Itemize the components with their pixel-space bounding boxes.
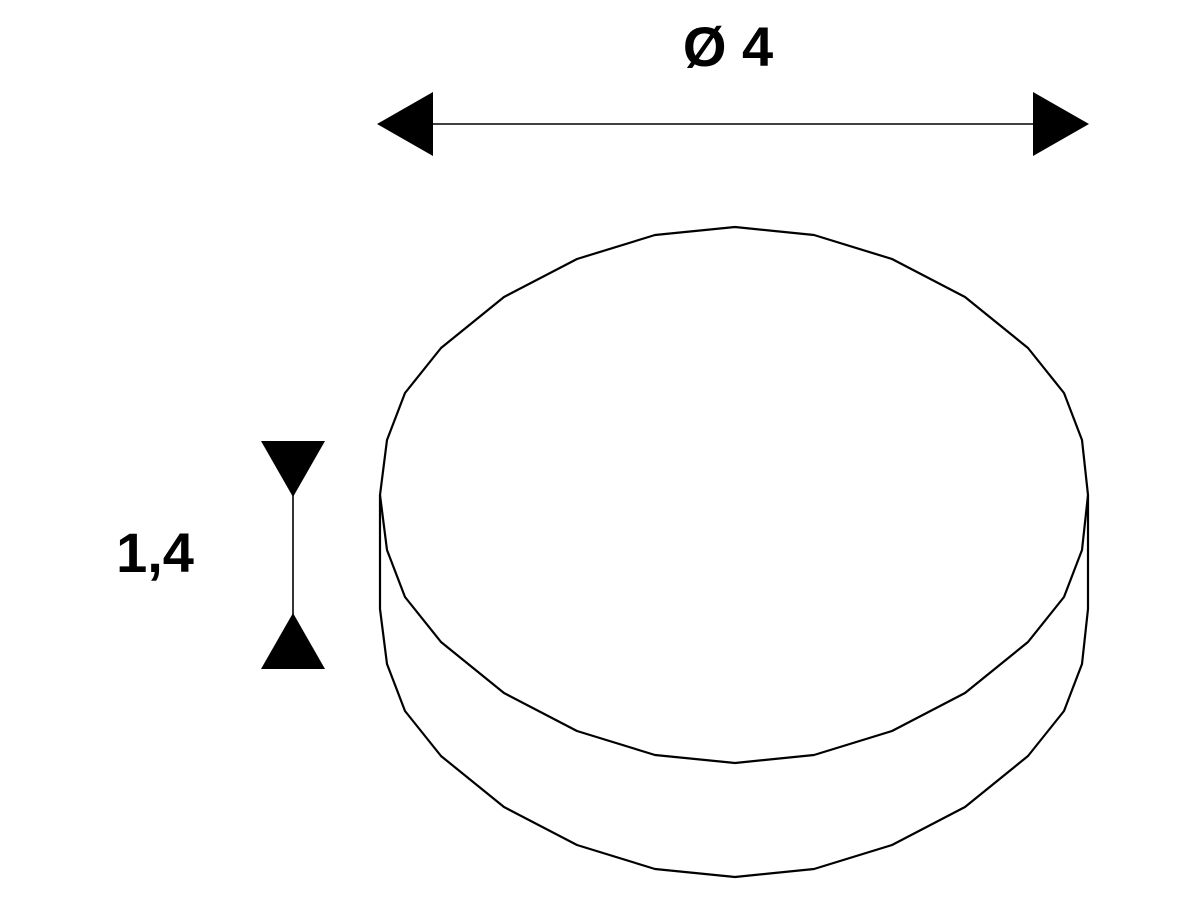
- diameter-arrow-right-icon: [1033, 92, 1089, 156]
- height-label: 1,4: [116, 521, 194, 584]
- cylinder-object: [378, 225, 1090, 879]
- height-arrow-bottom-icon: [261, 613, 325, 669]
- diameter-arrow-left-icon: [377, 92, 433, 156]
- cylinder-top-face: [378, 225, 1090, 765]
- diameter-dimension: [377, 92, 1089, 156]
- cylinder-bottom-edge: [378, 495, 1090, 879]
- height-arrow-top-icon: [261, 441, 325, 497]
- height-dimension: [261, 441, 325, 669]
- diameter-label: Ø 4: [683, 15, 773, 78]
